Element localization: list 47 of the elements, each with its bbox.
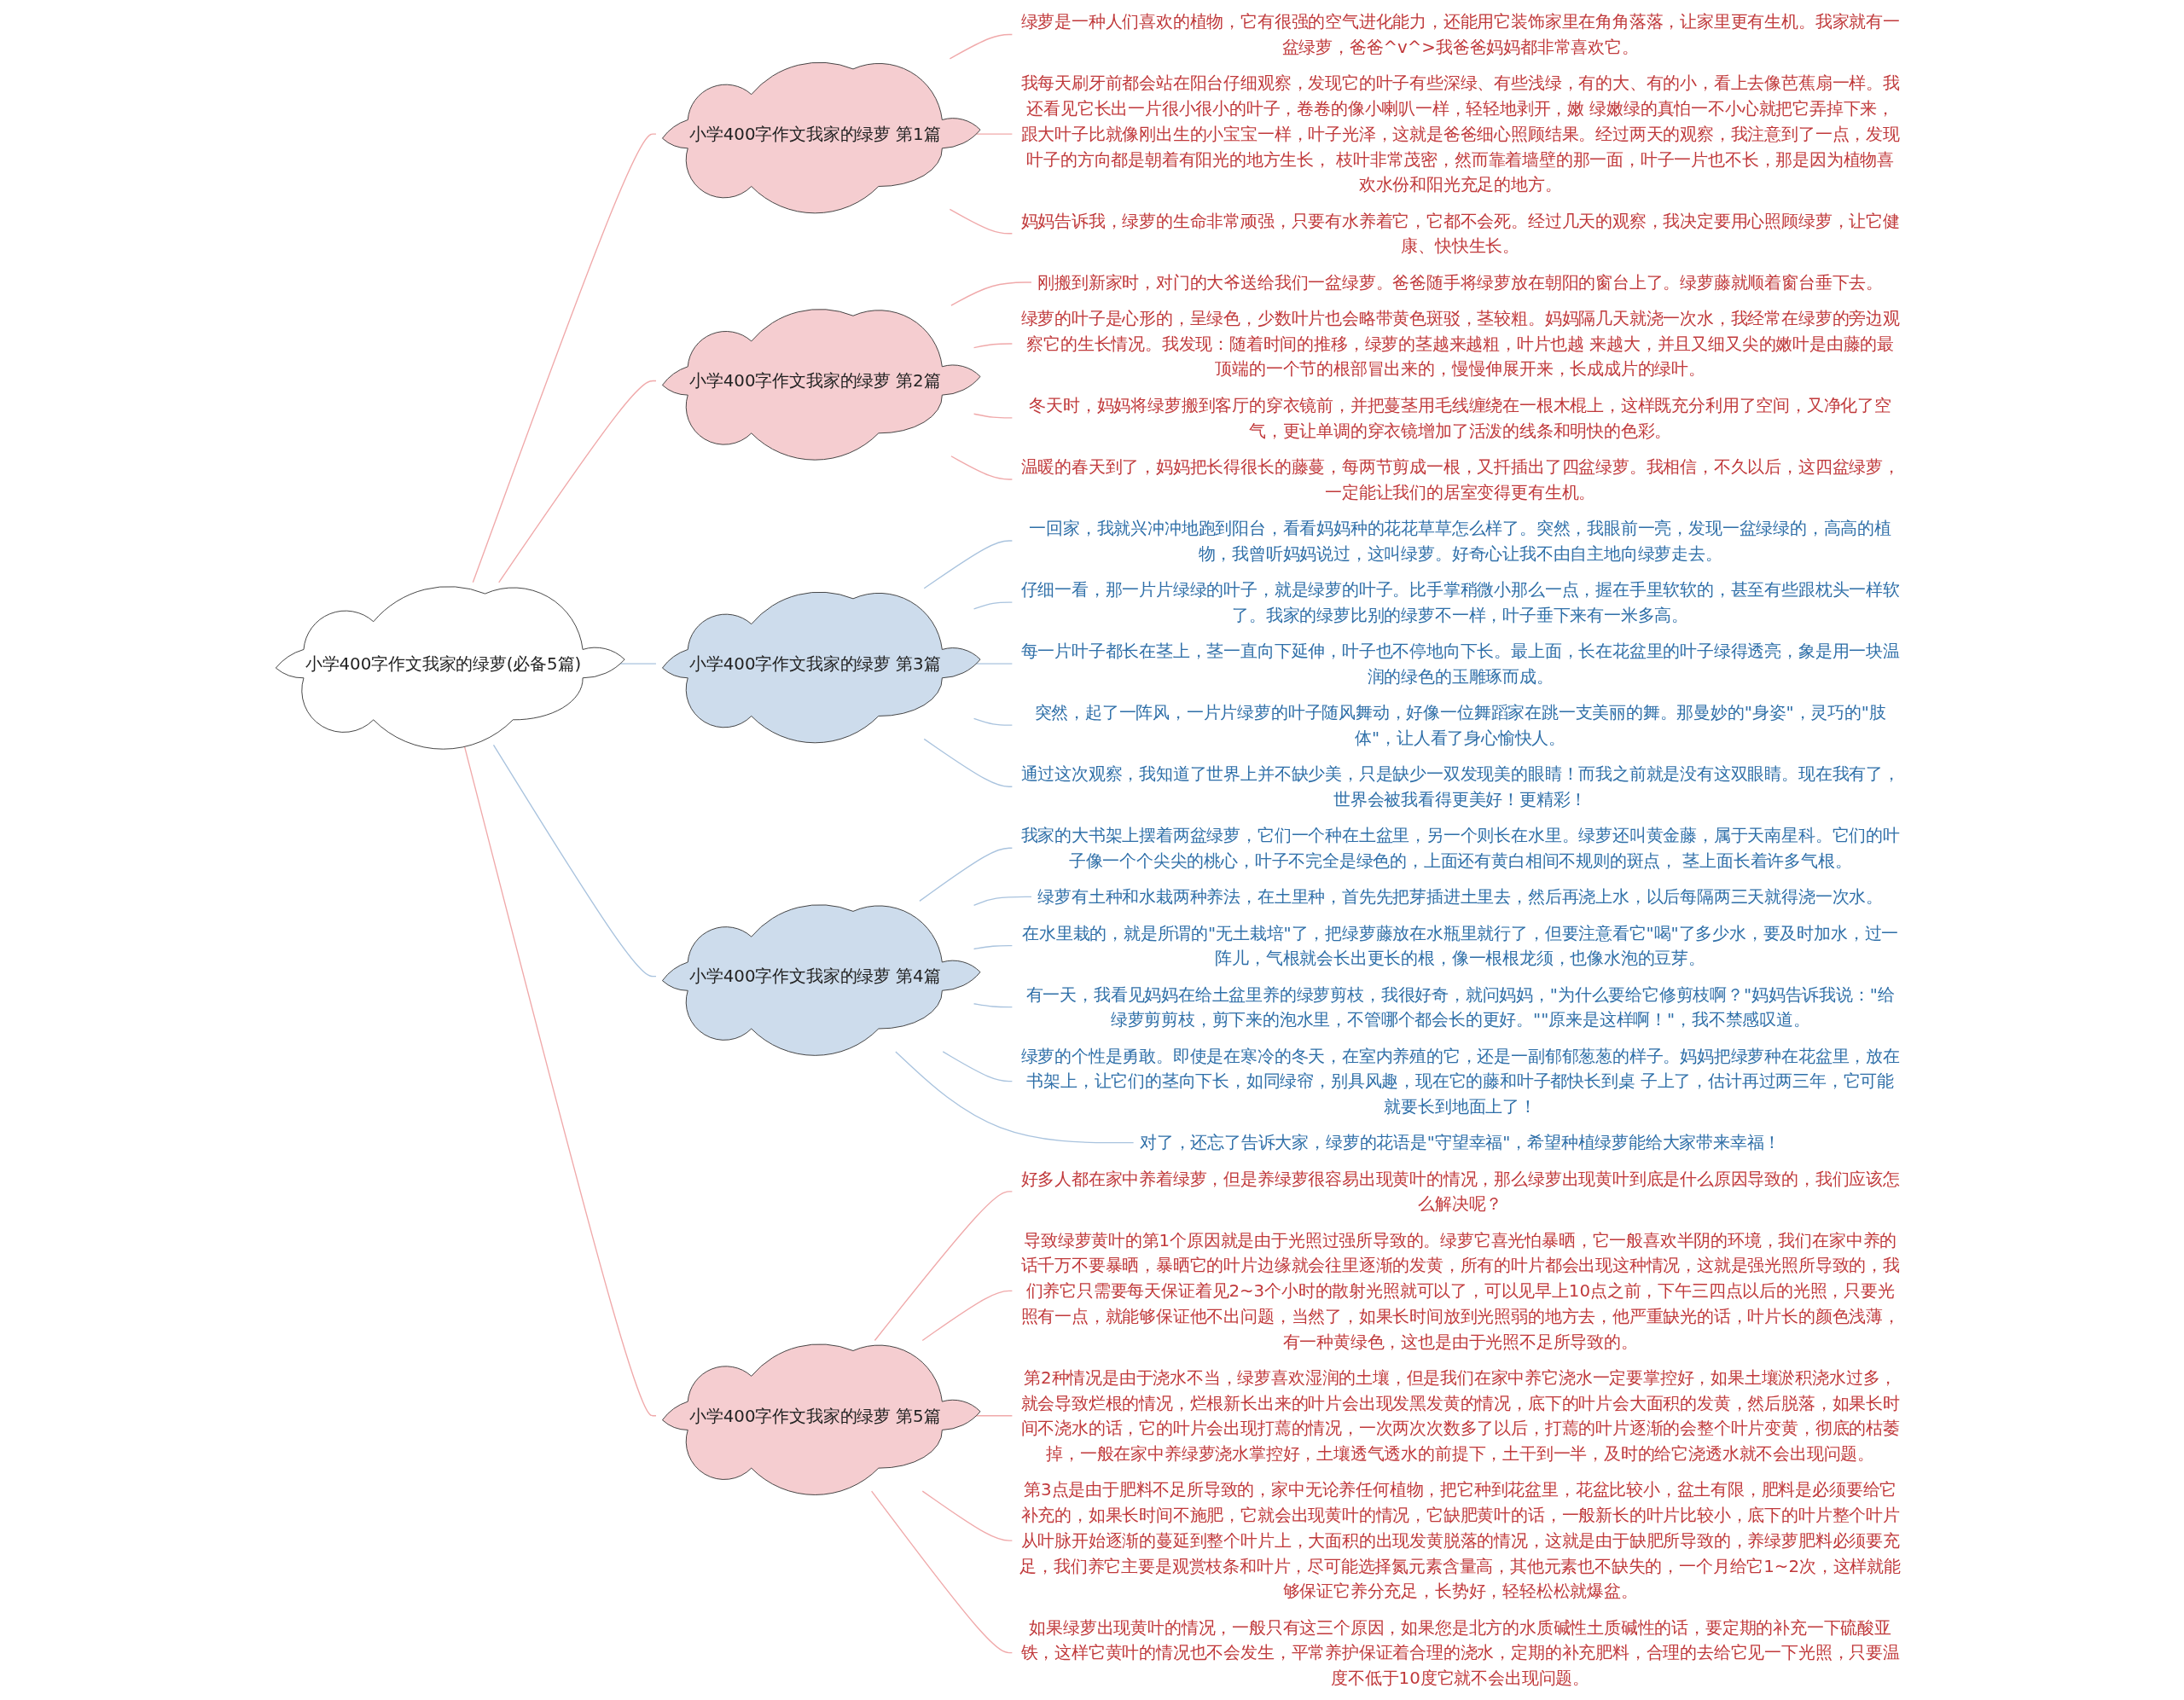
connector [973, 896, 1032, 907]
connector [950, 455, 1014, 480]
connector [949, 33, 1014, 60]
node-text: 有一天，我看见妈妈在给土盆里养的绿萝剪枝，我很好奇，就问妈妈，"为什么要给它修剪枝啊？"妈妈告诉我说："给绿萝剪剪枝，剪下来的泡水里，不管哪个都会长的更好。""原来是这样啊！"，我不禁感叹道。 [1025, 984, 1895, 1030]
connector [498, 380, 657, 583]
connector [472, 133, 657, 583]
node-text: 仔细一看，那一片片绿绿的叶子，就是绿萝的叶子。比手掌稍微小那么一点，握在手里软软的，甚至有些跟枕头一样软了。我家的绿萝比别的绿萝不一样，叶子垂下来有一米多高。 [1020, 579, 1900, 625]
connector [973, 343, 1014, 349]
node-text: 第2种情况是由于浇水不当，绿萝喜欢湿润的土壤，但是我们在家中养它浇水一定要掌控好，如果土壤淤积浇水过多，就会导致烂根的情况，烂根新长出来的叶片会出现发黑发黄的情况，底下的叶片会大面积的发黄，然后脱落，如果长时间不浇水的话，它的叶片会出现打蔫的情况，一次两次次数多了以后，打蔫的叶片逐渐的会整个叶片变黄，彻底的枯萎掉，一般在家中养绿萝浇水掌控好，土壤透气透水的前提下，土干到一半，及时的给它浇透水就不会出现问题。 [1020, 1367, 1900, 1464]
node-text: 绿萝有土种和水栽两种养法，在土里种，首先先把芽插进土里去，然后再浇上水，以后每隔两三天就得浇一次水。 [1037, 887, 1883, 907]
node-text: 我家的大书架上摆着两盆绿萝，它们一个种在土盆里，另一个则长在水里。绿萝还叫黄金藤，属于天南星科。它们的叶子像一个个尖尖的桃心，叶子不完全是绿色的，上面还有黄白相间不规则的斑点， 茎上面长着许多气根。 [1020, 826, 1900, 871]
connector [973, 944, 1014, 950]
node-text: 刚搬到新家时，对门的大爷送给我们一盆绿萝。爸爸随手将绿萝放在朝阳的窗台上了。绿萝藤就顺着窗台垂下去。 [1037, 272, 1883, 293]
connector [973, 601, 1014, 610]
connector [895, 1051, 1135, 1144]
connector [463, 744, 657, 1417]
connector [942, 1051, 1014, 1082]
node-text: 好多人都在家中养着绿萝，但是养绿萝很容易出现黄叶的情况，那么绿萝出现黄叶到底是什么原因导致的，我们应该怎么解决呢？ [1020, 1169, 1900, 1214]
connector [973, 1003, 1014, 1008]
node-text: 绿萝的个性是勇敢。即使是在寒冷的冬天，在室内养殖的它，还是一副郁郁葱葱的样子。妈妈把绿萝种在花盆里，放在书架上，让它们的茎向下长，如同绿帘，别具风趣，现在它的藤和叶子都快长到桌 子上了，估计再过两三年，它可能就要长到地面上了！ [1020, 1046, 1900, 1117]
node-text: 温暖的春天到了，妈妈把长得很长的藤蔓，每两节剪成一根，又扦插出了四盆绿萝。我相信，不久以后，这四盆绿萝，一定能让我们的居室变得更有生机。 [1020, 456, 1900, 502]
connector [923, 738, 1014, 787]
node-text: 如果绿萝出现黄叶的情况，一般只有这三个原因，如果您是北方的水质碱性土质碱性的话，要定期的补充一下硫酸亚铁，这样它黄叶的情况也不会发生，平常养护保证着合理的浇水，定期的补充肥料，合理的去给它见一下光照，只要温度不低于10度它就不会出现问题。 [1020, 1617, 1900, 1688]
node-text: 第3点是由于肥料不足所导致的，家中无论养任何植物，把它种到花盆里，花盆比较小，盆土有限，肥料是必须要给它补充的，如果长时间不施肥，它就会出现黄叶的情况，它缺肥黄叶的话，一般新长的叶片比较小，底下的叶片整个叶片从叶脉开始逐渐的蔓延到整个叶片上，大面积的出现发黄脱落的情况，这就是由于缺肥所导致的，养绿萝肥料必须要充足，我们养它主要是观赏枝条和叶片，尽可能选择氮元素含量高，其他元素也不缺失的，一个月给它1~2次，这样就能够保证它养分充足，长势好，轻轻松松就爆盆。 [1019, 1480, 1901, 1601]
node-text: 通过这次观察，我知道了世界上并不缺少美，只是缺少一双发现美的眼睛！而我之前就是没有这双眼睛。现在我有了，世界会被我看得更美好！更精彩！ [1020, 764, 1900, 809]
connector [973, 717, 1014, 726]
node-text: 妈妈告诉我，绿萝的生命非常顽强，只要有水养着它，它都不会死。经过几天的观察，我决定要用心照顾绿萝，让它健康、快快生长。 [1020, 211, 1900, 256]
node-text: 突然，起了一阵风，一片片绿萝的叶子随风舞动，好像一位舞蹈家在跳一支美丽的舞。那曼妙的"身姿"，灵巧的"肢体"，让人看了身心愉快人。 [1034, 703, 1886, 748]
connector [874, 1191, 1014, 1342]
connector [492, 744, 657, 978]
connector [949, 208, 1014, 235]
node-text: 一回家，我就兴冲冲地跑到阳台，看看妈妈种的花花草草怎么样了。突然，我眼前一亮，发现一盆绿绿的，高高的植物，我曾听妈妈说过，这叫绿萝。好奇心让我不由自主地向绿萝走去。 [1029, 518, 1891, 564]
node-text: 对了，还忘了告诉大家，绿萝的花语是"守望幸福"，希望种植绿萝能给大家带来幸福！ [1139, 1133, 1781, 1152]
connector [921, 1290, 1014, 1342]
connector [921, 1490, 1014, 1541]
node-text: 绿萝是一种人们喜欢的植物，它有很强的空气进化能力，还能用它装饰家里在角角落落，让家里更有生机。我家就有一盆绿萝，爸爸^v^>我爸爸妈妈都非常喜欢它。 [1020, 12, 1900, 57]
connector [919, 847, 1014, 902]
node-text: 绿萝的叶子是心形的，呈绿色，少数叶片也会略带黄色斑驳，茎较粗。妈妈隔几天就浇一次水，我经常在绿萝的旁边观察它的生长情况。我发现：随着时间的推移，绿萝的茎越来越粗，叶片也越 来越大，并且又细又尖的嫩叶是由藤的最顶端的一个节的根部冒出来的，慢慢伸展开来，长成成片的绿叶。 [1020, 309, 1900, 379]
connector [950, 281, 1032, 306]
connector [923, 540, 1014, 589]
connector [973, 413, 1014, 419]
connector [870, 1490, 1014, 1654]
node-text: 冬天时，妈妈将绿萝搬到客厅的穿衣镜前，并把蔓茎用毛线缠绕在一根木棍上，这样既充分利用了空间，又净化了空气，更让单调的穿衣镜增加了活泼的线条和明快的色彩。 [1029, 395, 1891, 441]
node-text: 导致绿萝黄叶的第1个原因就是由于光照过强所导致的。绿萝它喜光怕暴晒，它一般喜欢半阴的环境，我们在家中养的话千万不要暴晒，暴晒它的叶片边缘就会往里逐渐的发黄，所有的叶片都会出现这种情况，这就是强光照所导致的，我们养它只需要每天保证着见2~3个小时的散射光照就可以了，可以见早上10点之前，下午三四点以后的光照，只要光照有一点，就能够保证他不出问题，当然了，如果长时间放到光照弱的地方去，他严重缺光的话，叶片长的颜色浅薄，有一种黄绿色，这也是由于光照不足所导致的。 [1020, 1230, 1900, 1352]
node-text: 在水里栽的，就是所谓的"无土栽培"了，把绿萝藤放在水瓶里就行了，但要注意看它"喝"了多少水，要及时加水，过一阵儿，气根就会长出更长的根，像一根根龙须，也像水泡的豆芽。 [1022, 923, 1899, 968]
node-text: 我每天刷牙前都会站在阳台仔细观察，发现它的叶子有些深绿、有些浅绿，有的大、有的小，看上去像芭蕉扇一样。我还看见它长出一片很小很小的叶子，卷卷的像小喇叭一样，轻轻地剥开，嫩 绿嫩绿的真怕一不小心就把它弄掉下来，跟大叶子比就像刚出生的小宝宝一样，叶子光泽，这就是爸爸细心照顾结果。经过两天的观察，我注意到了一点，发现叶子的方向都是朝着有阳光的地方生长， 枝叶非常茂密，然而靠着墙壁的那一面，叶子一片也不长，那是因为植物喜欢水份和阳光充足的地方。 [1020, 73, 1900, 194]
node-text: 每一片叶子都长在茎上，茎一直向下延伸，叶子也不停地向下长。最上面，长在花盆里的叶子绿得透亮，象是用一块温润的绿色的玉雕琢而成。 [1020, 641, 1900, 687]
